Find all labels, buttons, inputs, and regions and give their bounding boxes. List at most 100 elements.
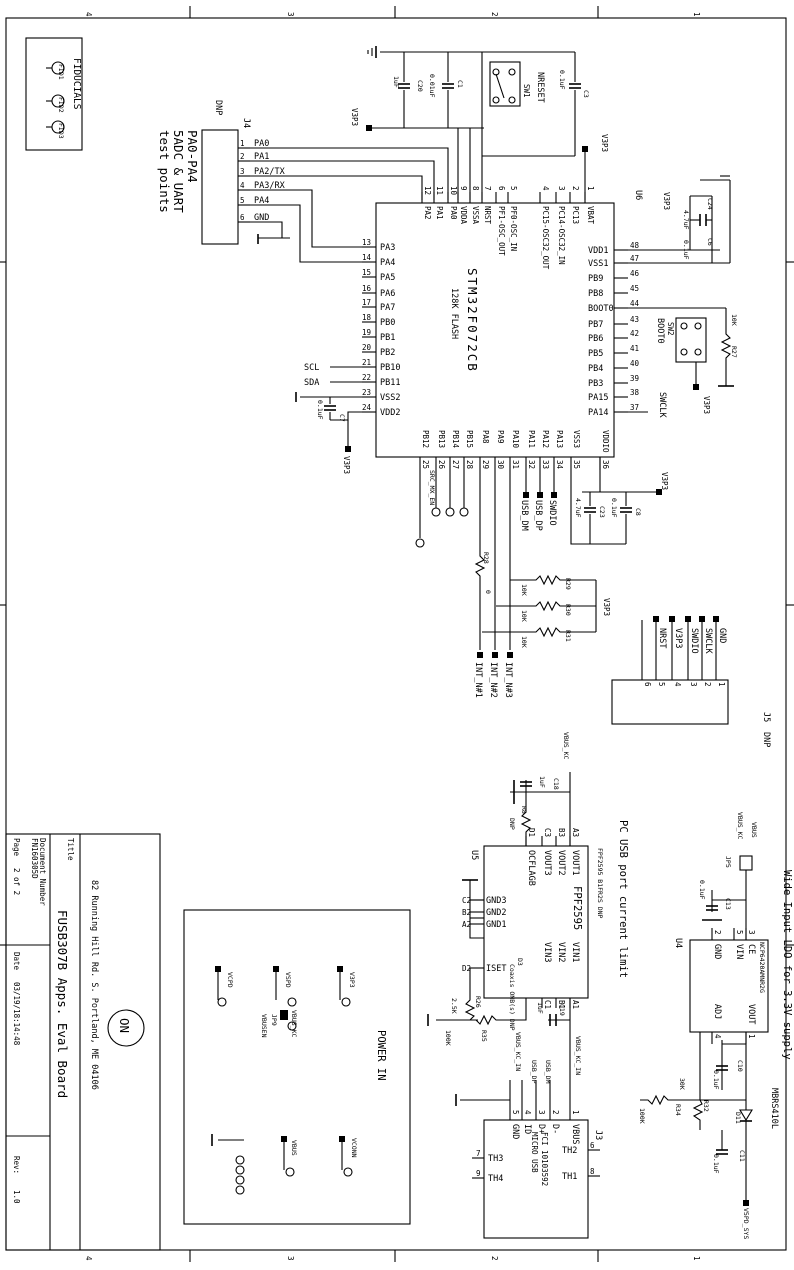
jp5-symbol — [739, 855, 753, 871]
u5-top-ball: A3 — [571, 828, 580, 837]
mcu-left-pin-number: 15 — [362, 268, 371, 277]
j4-dnp: DNP — [213, 100, 223, 115]
mcu-left-pin-name: PA7 — [380, 303, 395, 313]
mcu-bottom-pin-number: 34 — [555, 460, 564, 470]
border-num-2b: 2 — [490, 1256, 499, 1261]
u5-right-ball: B1 — [557, 1000, 566, 1009]
u5-top-name: VOUT2 — [556, 850, 566, 876]
mcu-left-pin-number: 14 — [362, 253, 372, 262]
mcu-right-pin-number: 45 — [630, 284, 639, 293]
date-value: 03/19/18:14:48 — [12, 982, 21, 1046]
sw1-label: SW1 — [522, 84, 531, 98]
mcu-left-pin-number: 22 — [362, 373, 371, 382]
j5-pin-net: GND — [717, 628, 727, 643]
mcu-left-pin-number: 23 — [362, 388, 371, 397]
j4-desc-2: 5ADC & UART — [171, 130, 186, 213]
u5-left-ball: D2 — [462, 964, 471, 973]
j3-pin-name: D+ — [536, 1124, 546, 1134]
c23-val: 4.7uF — [574, 498, 582, 518]
u4-pin-number: 3 — [747, 930, 756, 935]
j3-micro-usb: J3 FCI 10103592 MICRO USB 5GND4ID3D+2D-1… — [455, 1060, 603, 1239]
c20-val: 1uF — [392, 76, 400, 88]
r27-val: 10K — [730, 314, 738, 326]
vbus-kc-top: VBUS_KC — [562, 732, 570, 759]
title-label: Title — [66, 838, 75, 861]
c18-ref: C18 — [552, 778, 560, 790]
j3-pin-name: D- — [550, 1124, 560, 1134]
r30-ref: R30 — [564, 604, 572, 616]
mcu-left-pin-number: 13 — [362, 238, 371, 247]
mcu-bottom-pin-name: PA10 — [511, 430, 520, 449]
r30-val: 10K — [520, 610, 528, 622]
v3p3-top: V3P3 — [350, 108, 359, 126]
j5-pin-number: 4 — [673, 682, 682, 687]
j4-pin-number: 4 — [240, 181, 245, 190]
j4-pin-number: 1 — [240, 139, 245, 148]
u5-current-limit: U5 FPF2595 PC USB port current limit FPF… — [427, 732, 629, 1080]
usb-dm-label: USB_DM — [519, 500, 529, 531]
border-num-1b: 1 — [692, 1256, 701, 1261]
j4-desc-1: PA0-PA4 — [185, 130, 200, 183]
mcu-bottom-pin-name: PB13 — [437, 430, 446, 448]
j4-wiring — [250, 147, 449, 263]
mcu-right-pin-number: 44 — [630, 299, 640, 308]
r32-val: 30K — [678, 1078, 686, 1090]
v3p3-boot: V3P3 — [702, 396, 711, 414]
u5-right-name: VIN3 — [542, 942, 552, 962]
u5-right-name: VIN2 — [556, 942, 566, 962]
power-in-block: POWER IN VCPD VSPD JP9 VBUSEN VBUS_KC V3… — [183, 909, 411, 1225]
vbus-kc-in-mid: VBUS_KC_IN — [574, 1036, 582, 1075]
mcu-top-pin-name: PF1-OSC_OUT — [497, 206, 506, 256]
mcu-left-pin-name: PB11 — [380, 378, 400, 388]
mcu-left-pin-number: 24 — [362, 403, 372, 412]
mcu-left-pin-name: VSS2 — [380, 393, 400, 403]
j3-pin-name: GND — [510, 1124, 520, 1139]
u5-left-ball: A2 — [462, 920, 471, 929]
border-num-3: 3 — [286, 12, 295, 17]
mcu-left-pin-number: 18 — [362, 313, 372, 322]
title-value: FUSB307B Apps. Eval Board — [55, 910, 70, 1098]
r29-val: 10K — [520, 584, 528, 596]
j4-pin-number: 6 — [240, 213, 245, 222]
u4-part: NCP6420AMNR2G — [758, 942, 766, 993]
u5-top-ball: D1 — [527, 828, 536, 837]
usb-dm-j3: USB_DM — [544, 1060, 552, 1084]
d11-symbol — [739, 1109, 753, 1122]
mcu-right-pin-number: 43 — [630, 315, 639, 324]
date-label: Date — [12, 952, 21, 971]
j3-sub: MICRO USB — [530, 1132, 539, 1173]
mcu-left-pin-name: PB10 — [380, 363, 400, 373]
mcu-right-pin-name: VSS1 — [588, 259, 608, 269]
v3p3-pullups: V3P3 — [602, 598, 611, 616]
rev-value: 1.0 — [12, 1190, 21, 1204]
mcu-right-pin-name: PB9 — [588, 274, 603, 284]
u5-right-ball: C1 — [543, 1000, 552, 1009]
r8-ref: R8 — [520, 806, 528, 814]
mcu-bottom-pin-name: PB12 — [421, 430, 430, 448]
mcu-top-pin-name: PC15-OSC32_OUT — [541, 206, 550, 270]
mcu-left-pin-number: 17 — [362, 298, 371, 307]
mcu-left-nets: SCL SDA C7 0.1uF V3P3 — [295, 363, 370, 474]
u5-top-name: VOUT1 — [570, 850, 580, 876]
vbus-kc-pwr: VBUS_KC — [290, 1010, 298, 1037]
u4-pin-number: 4 — [713, 1034, 722, 1039]
j4-pin-number: 2 — [240, 152, 245, 161]
r29-ref: R29 — [564, 578, 572, 590]
mcu-bottom-pin-number: 27 — [451, 460, 460, 469]
mcu-right-pin-number: 41 — [630, 344, 639, 353]
d3-ref: D3 — [516, 958, 524, 966]
j5-ref: J5 — [761, 712, 771, 722]
jp9-net: VBUSEN — [260, 1014, 268, 1038]
mcu-bottom-pin-name: VSS3 — [572, 430, 581, 448]
mcu-bottom-nets: SRC_MX_EN R28 0 R29 10K R30 10K R31 10K … — [415, 457, 669, 698]
mcu-right-pin-number: 40 — [630, 359, 640, 368]
u5-left-name: GND1 — [486, 920, 506, 930]
rev-label: Rev: — [12, 1156, 21, 1174]
c23-ref: C23 — [598, 506, 606, 518]
fiducials-block: FID1 FID2 FID3 FIDUCIALS — [25, 37, 83, 151]
vbus-kc-in-left: VBUS_KC_IN — [514, 1032, 522, 1071]
c8-val: 0.1uF — [610, 498, 618, 518]
u4-pin-name: VOUT — [746, 1004, 756, 1024]
mcu-top-pin-number: 2 — [571, 186, 580, 191]
